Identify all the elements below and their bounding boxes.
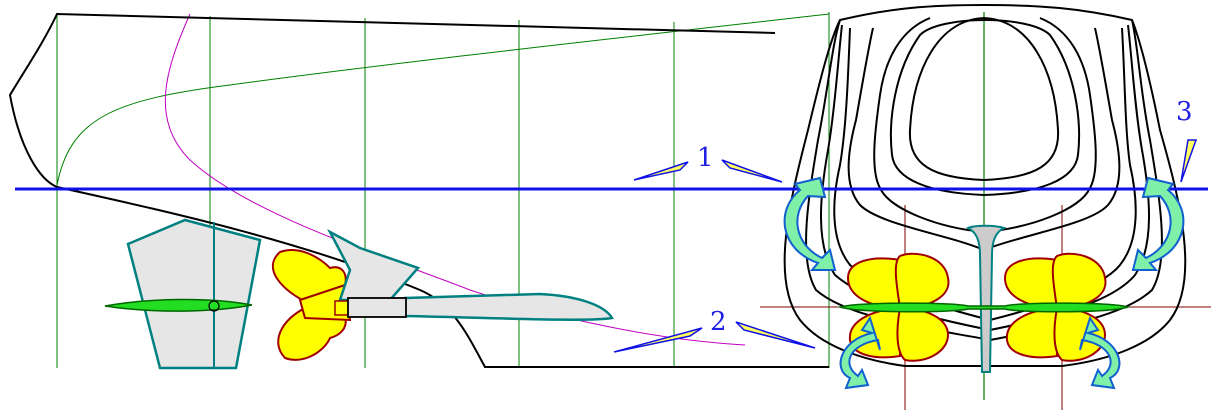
section-outer [783,3,1187,367]
shaft-section [837,302,1131,313]
pointer-3 [1180,139,1198,183]
propeller-side-view [271,249,352,361]
keel-skeg [965,224,1007,373]
shaft-boss [403,292,614,321]
rudder [126,218,262,370]
pointer-arrows [613,139,1198,353]
flow-arrow-upper-left [783,176,837,271]
green-waterline-curve [56,13,830,186]
pointer-2-right [735,321,816,349]
pointer-1-right [721,159,783,183]
label-3: 3 [1176,97,1193,127]
section-inner [908,16,1060,182]
pointer-2-left [613,327,703,353]
section-6 [873,17,1097,233]
shaft-bracket [326,228,421,302]
label-1: 1 [697,143,714,173]
label-2: 2 [710,307,727,337]
rudder-pivot [208,300,220,312]
flow-arrow-lower-left [839,315,881,390]
shaft-sleeve [347,297,407,318]
flow-arrow-upper-right [1131,176,1185,271]
section-5 [847,27,1121,251]
section-7 [889,19,1081,197]
rudder-foil-section [104,298,253,312]
flow-arrows [783,176,1185,390]
pointer-1-left [633,161,689,181]
flow-arrow-lower-right [1079,315,1121,390]
